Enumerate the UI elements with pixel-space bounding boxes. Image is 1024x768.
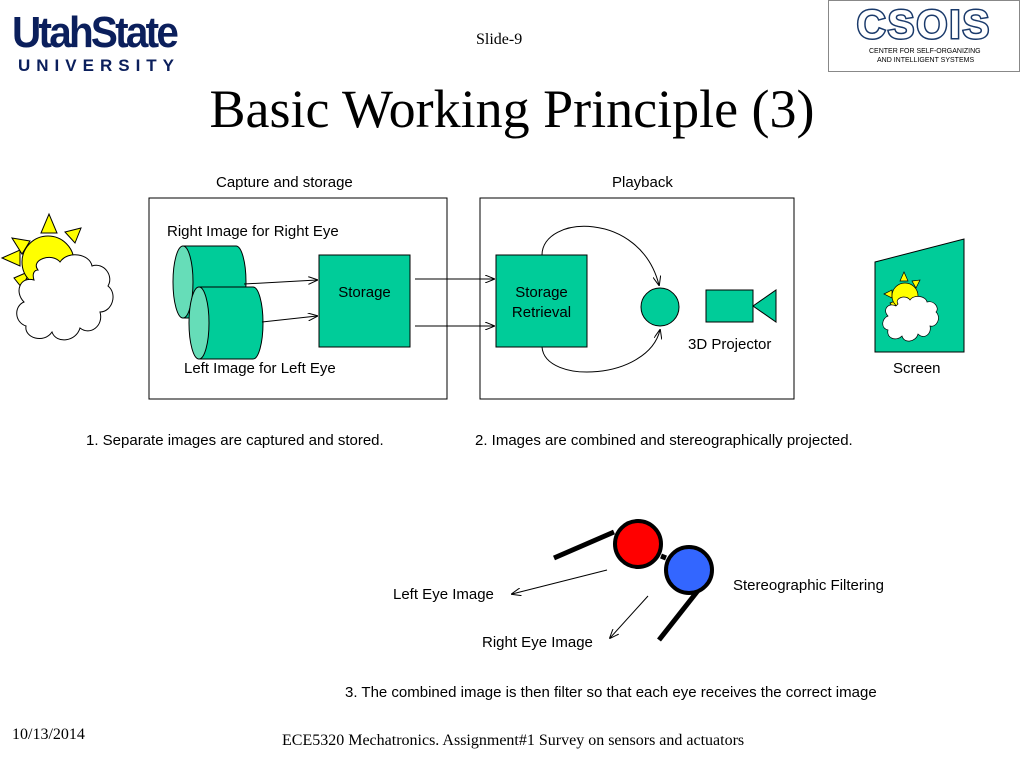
storage-retrieval-box [495, 254, 588, 348]
projector-icon [705, 289, 777, 323]
glasses-icon [553, 519, 714, 642]
sun-cloud-icon [0, 212, 114, 341]
step-2-text: 2. Images are combined and stereographic… [475, 432, 853, 449]
blue-lens [664, 545, 714, 595]
arrow-to-left-eye [512, 569, 608, 594]
footer-date: 10/13/2014 [12, 726, 85, 743]
left-camera-icon [188, 286, 264, 360]
page-title: Basic Working Principle (3) [209, 79, 815, 139]
arrow-to-right-eye [610, 595, 649, 638]
playback-panel [479, 197, 795, 400]
arrow-retrieval-to-combiner-bottom [541, 330, 660, 373]
footer-course: ECE5320 Mechatronics. Assignment#1 Surve… [282, 732, 745, 749]
left-image-label: Left Image for Left Eye [184, 360, 336, 377]
arrow-right-to-storage [243, 280, 317, 285]
screen-sun-cloud-icon [882, 271, 939, 342]
storage-retrieval-label-1: Storage [515, 284, 568, 301]
playback-title: Playback [612, 174, 673, 191]
screen-label: Screen [893, 360, 941, 377]
red-lens [613, 519, 663, 569]
step-1-text: 1. Separate images are captured and stor… [86, 432, 384, 449]
usu-logo-text: UtahState [12, 8, 179, 57]
csois-logo-text: CSOIS [855, 2, 992, 49]
right-image-label: Right Image for Right Eye [167, 223, 339, 240]
step-3-text: 3. The combined image is then filter so … [345, 684, 877, 701]
capture-panel [148, 197, 448, 400]
arrow-retrieval-to-combiner-top [541, 225, 659, 285]
usu-logo: UtahState UNIVERSITY [12, 8, 202, 75]
csois-logo-subtitle-2: AND INTELLIGENT SYSTEMS [877, 57, 975, 64]
storage-label: Storage [338, 284, 391, 301]
combiner-circle [640, 287, 680, 327]
stereographic-filtering-label: Stereographic Filtering [733, 577, 884, 594]
storage-box [318, 254, 411, 348]
slide-number: Slide-9 [476, 31, 523, 48]
arrow-left-to-storage [261, 316, 317, 323]
usu-logo-subtext: UNIVERSITY [18, 56, 181, 75]
capture-title: Capture and storage [216, 174, 353, 191]
csois-logo: CSOIS CENTER FOR SELF-ORGANIZING AND INT… [828, 0, 1020, 72]
right-eye-image-label: Right Eye Image [482, 634, 593, 651]
storage-retrieval-label-2: Retrieval [511, 304, 572, 321]
left-eye-image-label: Left Eye Image [393, 586, 494, 603]
csois-logo-subtitle-1: CENTER FOR SELF-ORGANIZING [869, 48, 981, 55]
projector-label: 3D Projector [688, 336, 772, 353]
